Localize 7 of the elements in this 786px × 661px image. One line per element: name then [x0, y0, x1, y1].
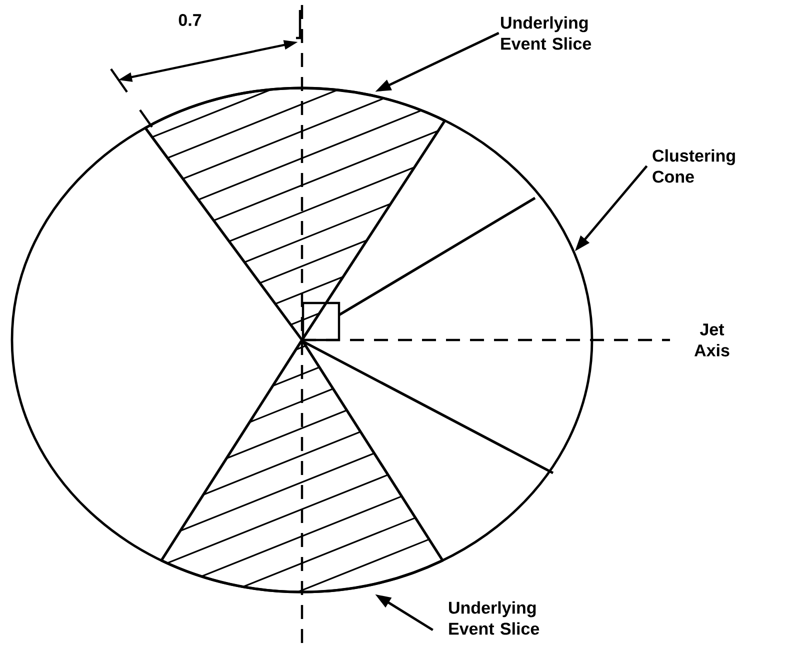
hatched-slice	[144, 86, 446, 342]
axis-label: Jet Axis	[694, 324, 730, 356]
callout-label: Underlying Event Slice	[501, 16, 592, 50]
callout-label: Underlying Event Slice	[449, 601, 540, 635]
hatched-slice	[160, 338, 444, 594]
dimension-value: 0.7	[178, 14, 202, 26]
callout-label: Clustering Cone	[652, 149, 735, 183]
